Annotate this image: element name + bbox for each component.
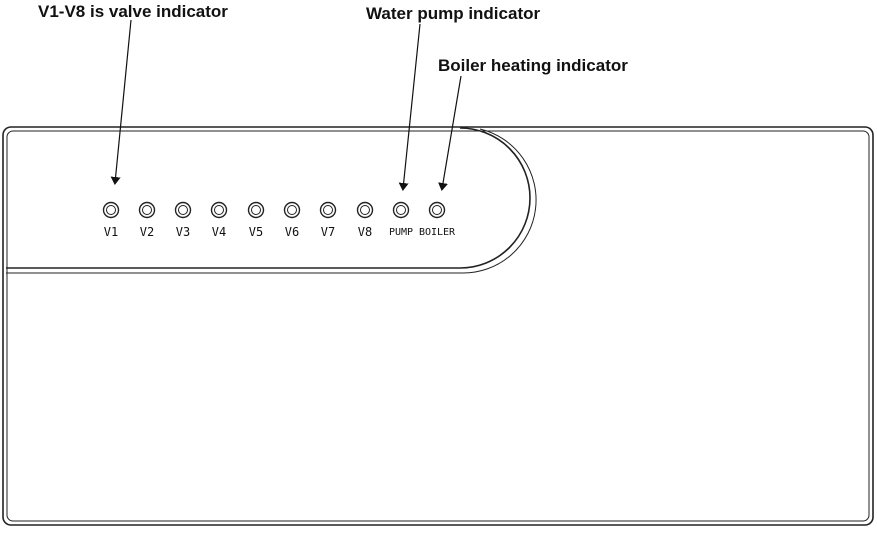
v4-led xyxy=(210,201,228,219)
v3-led xyxy=(174,201,192,219)
v4-label: V4 xyxy=(212,225,226,239)
v6-led-inner xyxy=(287,205,297,215)
v1-led xyxy=(102,201,120,219)
pump-callout-arrow xyxy=(398,23,421,191)
v4-led-inner xyxy=(214,205,224,215)
v2-label: V2 xyxy=(140,225,154,239)
indicator-boiler: BOILER xyxy=(419,201,456,238)
v5-led-inner xyxy=(251,205,261,215)
v2-led xyxy=(138,201,156,219)
valve-callout-arrow xyxy=(110,19,132,185)
v1-label: V1 xyxy=(104,225,118,239)
boiler-indicator-callout: Boiler heating indicator xyxy=(438,56,628,75)
indicator-v4: V4 xyxy=(210,201,228,239)
indicator-row: V1 V2 V3 V4 V5 V6 V7 xyxy=(102,201,456,239)
pump-led-inner xyxy=(396,205,406,215)
valve-indicator-callout: V1-V8 is valve indicator xyxy=(38,2,228,21)
indicator-v5: V5 xyxy=(247,201,265,239)
indicator-v1: V1 xyxy=(102,201,120,239)
v3-label: V3 xyxy=(176,225,190,239)
pump-indicator-callout: Water pump indicator xyxy=(366,4,541,23)
v8-led-inner xyxy=(360,205,370,215)
v7-led xyxy=(319,201,337,219)
v2-led-inner xyxy=(142,205,152,215)
indicator-panel xyxy=(6,127,537,274)
v6-label: V6 xyxy=(285,225,299,239)
v6-led xyxy=(283,201,301,219)
v7-label: V7 xyxy=(321,225,335,239)
boiler-label: BOILER xyxy=(419,227,456,238)
boiler-led-inner xyxy=(432,205,442,215)
v5-label: V5 xyxy=(249,225,263,239)
pump-label: PUMP xyxy=(389,227,413,238)
pump-led xyxy=(392,201,410,219)
v5-led xyxy=(247,201,265,219)
indicator-pump: PUMP xyxy=(389,201,413,238)
v1-led-inner xyxy=(106,205,116,215)
v8-label: V8 xyxy=(358,225,372,239)
indicator-v8: V8 xyxy=(356,201,374,239)
boiler-led xyxy=(428,201,446,219)
indicator-v7: V7 xyxy=(319,201,337,239)
v3-led-inner xyxy=(178,205,188,215)
indicator-v3: V3 xyxy=(174,201,192,239)
indicator-v6: V6 xyxy=(283,201,301,239)
indicator-v2: V2 xyxy=(138,201,156,239)
boiler-callout-arrow xyxy=(438,75,462,191)
controller-housing xyxy=(2,126,874,526)
v7-led-inner xyxy=(323,205,333,215)
v8-led xyxy=(356,201,374,219)
